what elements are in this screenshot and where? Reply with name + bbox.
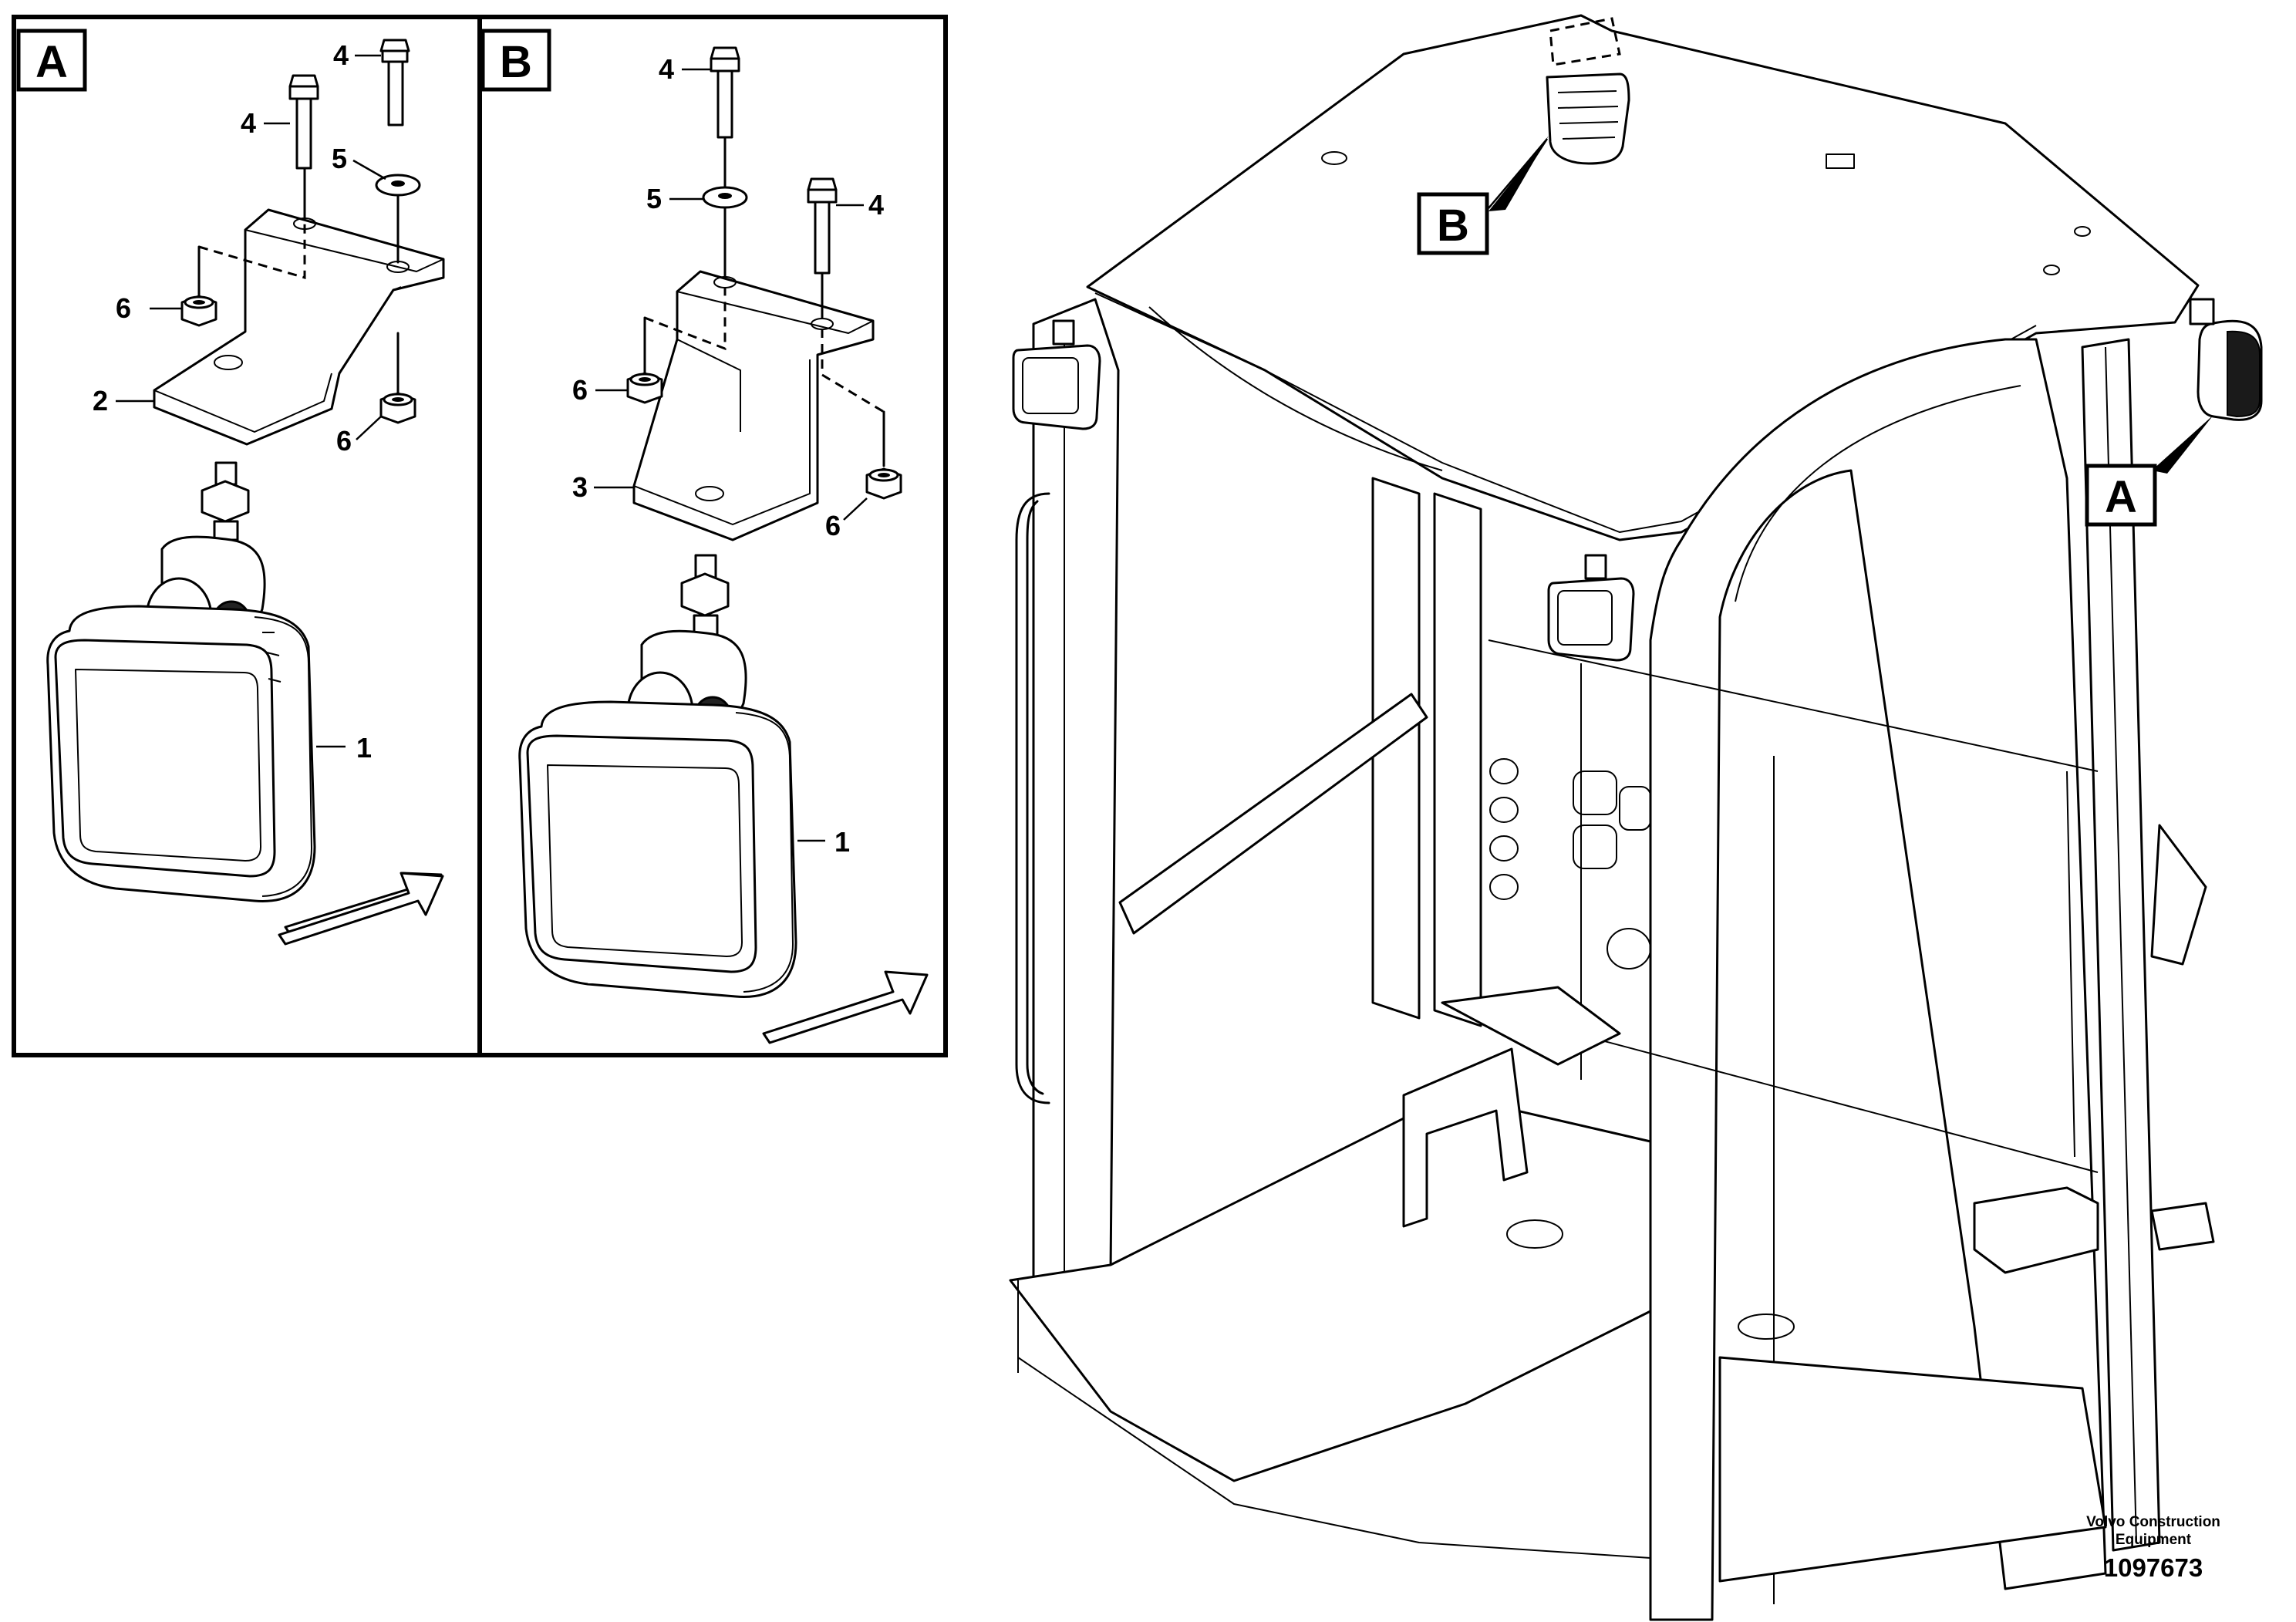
callout-b-6-right: 6 bbox=[825, 510, 841, 541]
detail-panel-a: A bbox=[12, 15, 482, 1057]
callout-b-5: 5 bbox=[646, 183, 662, 214]
callout-b-4-top: 4 bbox=[659, 53, 674, 85]
cab-marker-a: A bbox=[2105, 472, 2137, 522]
cab-lamp-front-right bbox=[1547, 554, 1635, 662]
direction-arrow-b bbox=[762, 970, 929, 1044]
nut-a-left bbox=[180, 295, 217, 327]
nut-a-right bbox=[379, 392, 416, 424]
callout-a-1: 1 bbox=[356, 732, 372, 764]
washer-b bbox=[702, 186, 748, 209]
panel-b-letter: B bbox=[500, 37, 532, 87]
work-lamp-a bbox=[46, 461, 316, 902]
cab-lamp-rear-a bbox=[2189, 298, 2263, 421]
nut-b-right bbox=[865, 467, 902, 500]
cab-marker-b: B bbox=[1437, 201, 1469, 251]
cab-callout-a: A bbox=[2085, 415, 2213, 527]
callout-a-6-left: 6 bbox=[116, 292, 131, 324]
cab-lamp-front-left bbox=[1012, 319, 1101, 430]
callout-b-6-left: 6 bbox=[572, 374, 588, 406]
callout-a-4-top: 4 bbox=[333, 39, 349, 71]
bolt-a-top bbox=[379, 39, 410, 126]
company-name: Volvo Construction Equipment bbox=[2086, 1514, 2220, 1548]
bolt-a-left bbox=[288, 74, 319, 170]
callout-a-4-left: 4 bbox=[241, 107, 256, 139]
callout-b-3: 3 bbox=[572, 471, 588, 503]
panel-a-letter: A bbox=[35, 37, 68, 87]
nut-b-left bbox=[626, 372, 663, 404]
cab-callout-b: B bbox=[1417, 136, 1549, 255]
callout-a-6-right: 6 bbox=[336, 425, 352, 457]
work-lamp-b bbox=[518, 554, 797, 998]
callout-a-5: 5 bbox=[332, 143, 347, 174]
brand-block: Volvo Construction Equipment 1097673 bbox=[2068, 1513, 2238, 1583]
document-number: 1097673 bbox=[2103, 1553, 2203, 1582]
callout-b-4-right: 4 bbox=[868, 189, 884, 221]
bolt-b-top bbox=[710, 46, 740, 139]
detail-panel-b: B bbox=[477, 15, 948, 1057]
cab-lamp-roof-b bbox=[1546, 17, 1630, 165]
bracket-3 bbox=[632, 270, 875, 541]
callout-b-1: 1 bbox=[834, 826, 850, 858]
cab-frame bbox=[1009, 14, 2263, 1621]
callout-a-2: 2 bbox=[93, 385, 108, 416]
